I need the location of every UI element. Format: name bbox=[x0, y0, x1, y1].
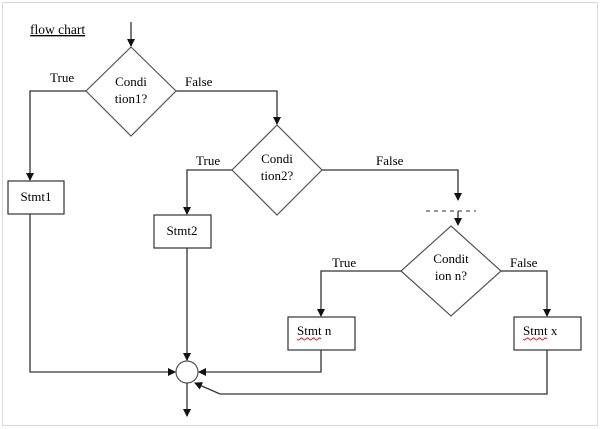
condition2-label-line2: tion2? bbox=[261, 168, 294, 183]
junction-circle bbox=[175, 360, 199, 384]
condition1-true-label: True bbox=[50, 70, 74, 85]
condition1-false-label: False bbox=[185, 74, 213, 89]
condition1-false-edge bbox=[176, 90, 281, 125]
condition-n-true-edge bbox=[317, 270, 401, 317]
stmt-n-label: Stmt n bbox=[297, 323, 332, 338]
condition-n-label-line1: Condit bbox=[433, 251, 469, 266]
stmt-n-box: Stmt n bbox=[287, 316, 356, 351]
condition1-label-line1: Condi bbox=[115, 74, 147, 89]
stmt-n-to-junction-edge bbox=[198, 350, 322, 376]
condition-n-false-edge bbox=[501, 270, 551, 317]
condition2-false-edge bbox=[322, 169, 462, 201]
condition2-diamond: Condi tion2? bbox=[231, 124, 323, 216]
diagram-title: flow chart bbox=[30, 22, 85, 37]
condition1-label-line2: tion1? bbox=[115, 91, 148, 106]
stmt-x-label: Stmt x bbox=[523, 323, 558, 338]
condition2-true-edge bbox=[183, 169, 232, 215]
stmt1-label: Stmt1 bbox=[20, 189, 51, 204]
stmt1-box: Stmt1 bbox=[7, 180, 65, 215]
condition-n-label-line2: ion n? bbox=[435, 268, 467, 283]
spellcheck-underline bbox=[522, 337, 548, 341]
condition-n-diamond: Condit ion n? bbox=[400, 225, 502, 317]
condition2-true-label: True bbox=[196, 153, 220, 168]
stmt1-to-junction-edge bbox=[29, 214, 176, 376]
condition-n-false-label: False bbox=[510, 255, 538, 270]
stmt2-box: Stmt2 bbox=[153, 214, 212, 249]
condition2-label-line1: Condi bbox=[261, 151, 293, 166]
condition2-false-label: False bbox=[376, 153, 404, 168]
stmt-x-to-junction-edge bbox=[194, 350, 548, 395]
stmt-x-box: Stmt x bbox=[513, 316, 582, 351]
spellcheck-underline bbox=[296, 337, 322, 341]
condition1-diamond: Condi tion1? bbox=[85, 46, 177, 137]
condition-n-true-label: True bbox=[332, 255, 356, 270]
condition1-true-edge bbox=[26, 90, 86, 181]
stmt2-label: Stmt2 bbox=[166, 223, 197, 238]
